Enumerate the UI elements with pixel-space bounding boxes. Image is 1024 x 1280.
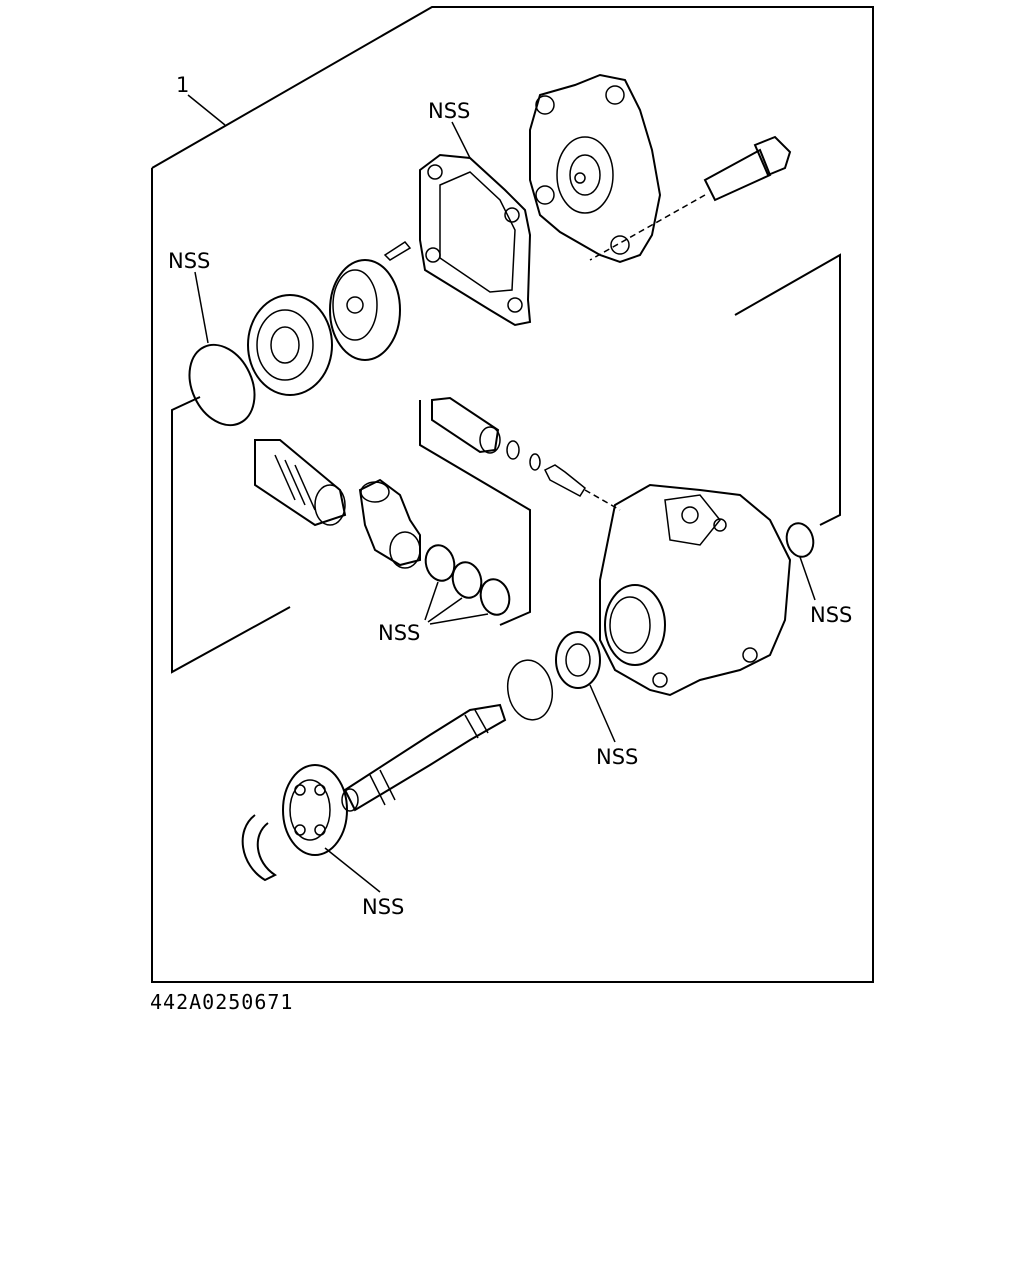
valve-small-parts (431, 396, 621, 511)
right-group-bracket (734, 253, 841, 526)
thrust-washer (506, 659, 554, 721)
gasket (419, 153, 532, 327)
nss-three-o-rings-leader-2 (427, 597, 463, 623)
large-o-ring (188, 343, 256, 427)
nss-three-o-rings-label: NSS (378, 621, 420, 645)
three-o-rings (424, 544, 511, 616)
flow-control-spool (254, 439, 347, 527)
nss-o-ring-left-leader (194, 271, 209, 344)
end-cover-plate (529, 73, 662, 264)
nss-o-ring-right-label: NSS (810, 603, 852, 627)
pump-housing (599, 483, 792, 697)
shaft-seal (555, 631, 601, 689)
callout-1-leader (187, 94, 226, 126)
drive-shaft (341, 703, 507, 812)
nss-o-ring-right-leader (799, 556, 816, 601)
ball-bearing (282, 764, 348, 856)
nss-bearing-label: NSS (362, 895, 404, 919)
snap-ring (241, 814, 278, 882)
nss-three-o-rings-leader-1 (424, 581, 439, 621)
dowel-pin (383, 241, 412, 261)
bolt (589, 135, 792, 261)
nss-bearing-leader (324, 847, 381, 893)
nss-gasket-leader (451, 121, 471, 159)
diagram-frame (151, 6, 874, 983)
nss-o-ring-left-label: NSS (168, 249, 210, 273)
nss-three-o-rings-leader-3 (429, 613, 489, 625)
nss-seal-label: NSS (596, 745, 638, 769)
drawing-number: 442A0250671 (150, 990, 294, 1014)
upper-bearing-ring (247, 294, 333, 396)
nss-gasket-label: NSS (428, 99, 470, 123)
small-o-ring-right (785, 522, 815, 558)
valve-group-bracket (419, 400, 531, 626)
left-group-bracket (171, 396, 291, 674)
callout-1-label: 1 (176, 73, 189, 97)
pump-rotor (329, 259, 401, 361)
hose-fitting (358, 478, 421, 569)
nss-seal-leader (589, 684, 616, 743)
